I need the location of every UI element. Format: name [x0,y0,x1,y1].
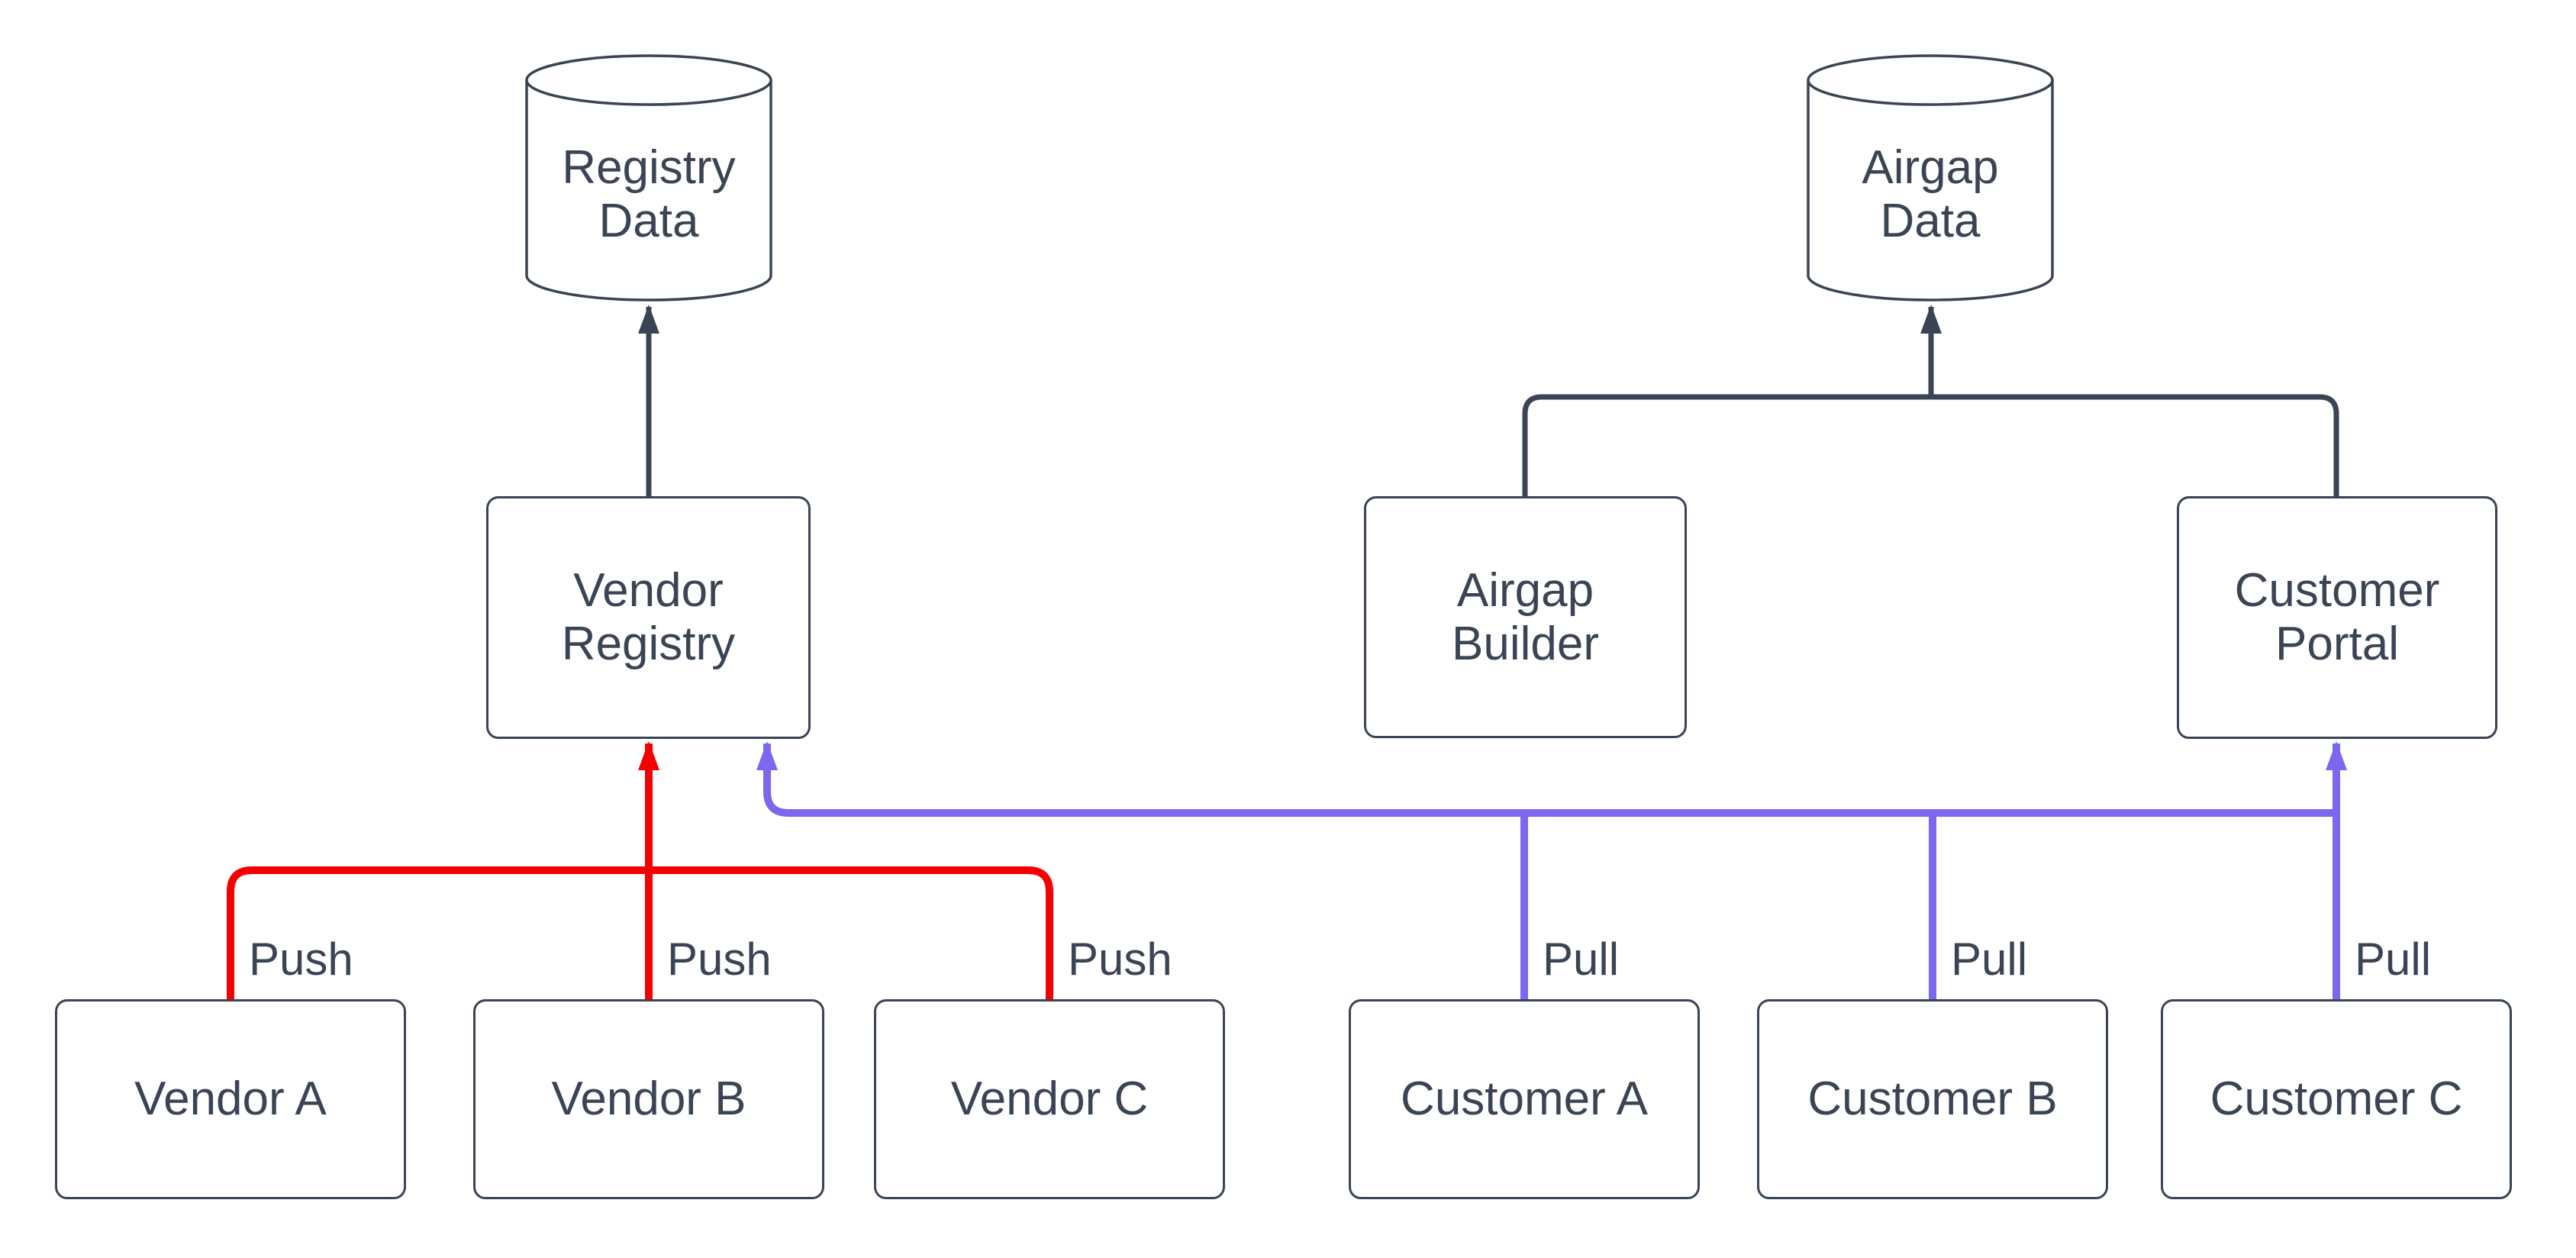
node-customer-b: Customer B [1757,999,2108,1199]
node-customer-portal: Customer Portal [2177,496,2497,739]
node-label: Data [1880,195,1981,247]
edge-label-push-vendor-c: Push [1065,933,1175,986]
edge-label-pull-customer-c: Pull [2352,933,2435,986]
node-label: Customer A [1401,1073,1648,1125]
node-label: Vendor [573,564,724,617]
node-label: Builder [1452,617,1599,670]
node-label: Airgap [1456,563,1594,617]
edge-label-pull-customer-a: Pull [1539,933,1623,986]
node-airgap-builder: Airgap Builder [1364,496,1687,738]
edge-airgap-builder-customer-portal-bus [1522,394,2339,496]
node-label: Airgap [1862,141,1999,194]
node-registry-data: Registry Data [527,107,771,282]
node-vendor-c: Vendor C [874,999,1225,1199]
node-vendor-b: Vendor B [473,999,824,1199]
edge-label-push-vendor-a: Push [246,933,356,986]
edge-label-pull-customer-b: Pull [1948,933,2031,986]
edge-label-push-vendor-b: Push [664,933,775,986]
node-airgap-data: Airgap Data [1808,107,2052,282]
node-label: Customer [2234,564,2440,617]
node-label: Vendor B [551,1073,746,1125]
node-vendor-registry: Vendor Registry [486,496,811,739]
airgap-data-cylinder-body [1807,80,2054,302]
node-label: Vendor C [950,1073,1149,1125]
node-registry-data-shape [525,54,772,302]
node-label: Portal [2275,618,2399,670]
registry-data-cylinder-body [525,80,772,302]
node-label: Customer B [1807,1073,2058,1125]
edge-pull-bus-to-vendor-registry [756,741,2336,817]
registry-data-cylinder-top [525,54,772,106]
node-label: Registry [561,618,736,670]
node-airgap-data-shape [1807,54,2054,302]
node-customer-a: Customer A [1349,999,1700,1199]
airgap-data-cylinder-top [1807,54,2054,106]
node-customer-c: Customer C [2161,999,2512,1199]
node-label: Customer C [2210,1073,2463,1125]
node-vendor-a: Vendor A [55,999,406,1199]
node-label: Data [598,195,699,247]
node-label: Vendor A [134,1073,327,1125]
edge-push-bus [227,866,1053,999]
node-label: Registry [562,141,736,194]
